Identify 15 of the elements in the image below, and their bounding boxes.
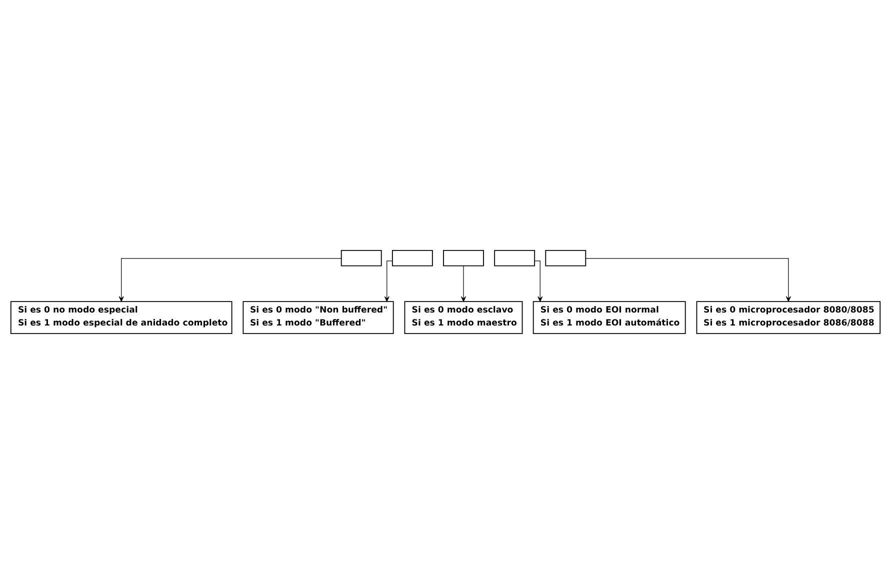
node-box <box>494 250 536 266</box>
node-box <box>392 250 433 266</box>
arrow <box>384 260 393 302</box>
arrow <box>118 258 342 302</box>
node-box: Si es 0 microprocesador 8080/8085 Si es 1 microprocesador 8086/8088 <box>696 301 881 334</box>
arrow <box>460 266 466 302</box>
node-box <box>443 250 484 266</box>
node-box <box>545 250 586 266</box>
node-box: Si es 0 modo esclavo Si es 1 modo maestro <box>404 301 523 334</box>
arrow <box>586 258 791 302</box>
node-box: Si es 0 modo "Non buffered" Si es 1 modo "Buffered" <box>242 301 394 334</box>
arrow <box>534 260 543 302</box>
node-box <box>340 250 382 266</box>
node-box: Si es 0 no modo especial Si es 1 modo especial de anidado completo <box>10 301 232 334</box>
node-box: Si es 0 modo EOI normal Si es 1 modo EOI automático <box>532 301 686 334</box>
